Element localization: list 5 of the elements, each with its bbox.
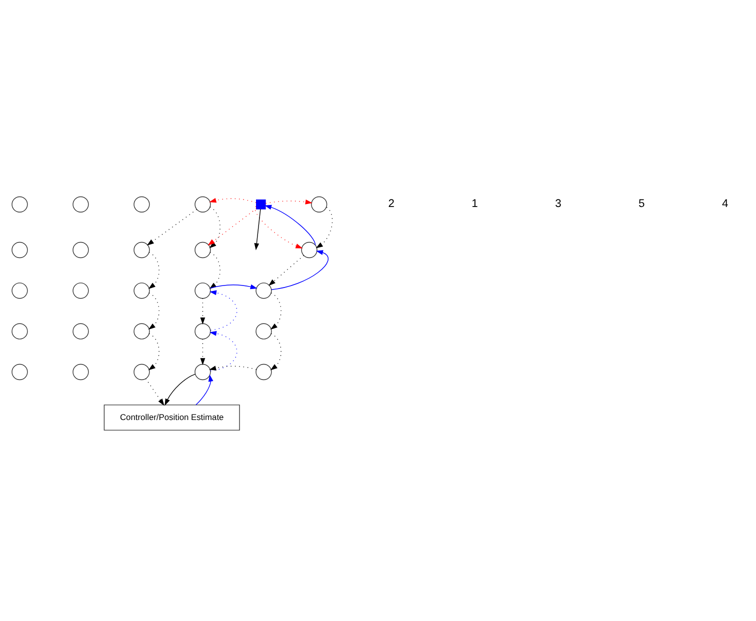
label: 2 bbox=[388, 198, 394, 210]
label: 3 bbox=[555, 198, 562, 210]
label: 4 bbox=[722, 198, 728, 210]
label: 5 bbox=[638, 198, 645, 210]
label: 1 bbox=[472, 198, 478, 210]
